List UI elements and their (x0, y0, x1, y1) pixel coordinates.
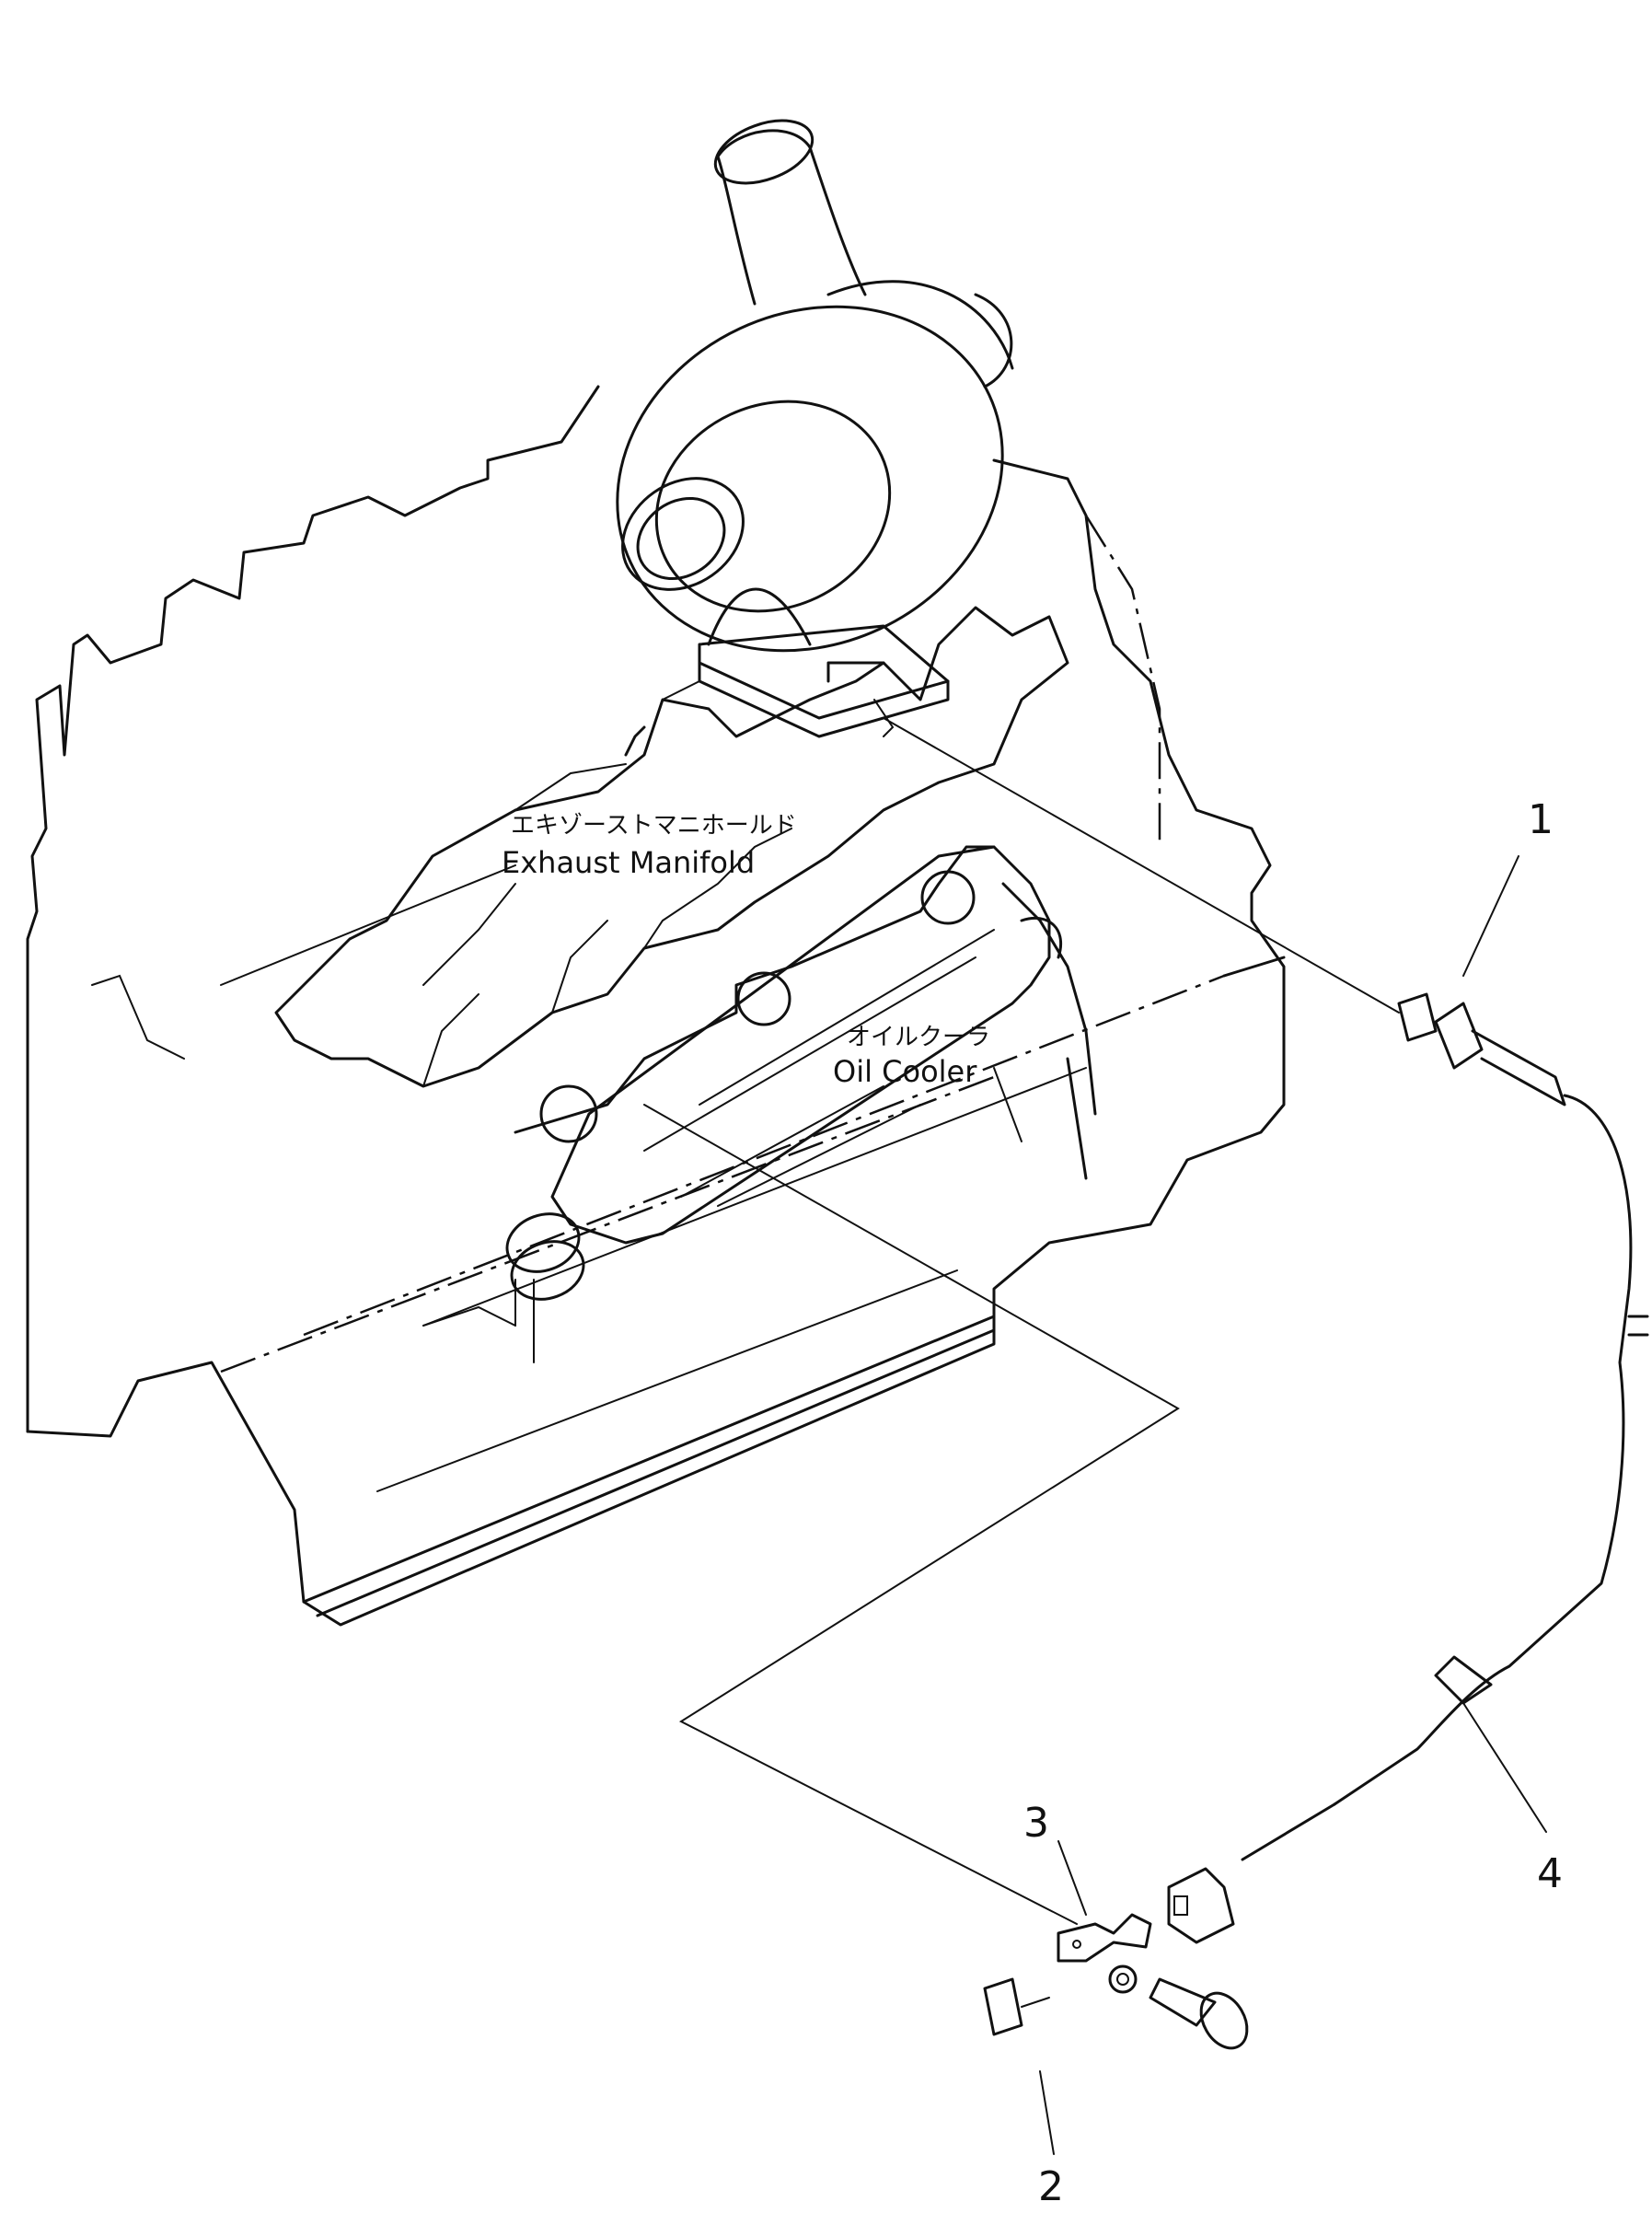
temperature-sensor-part-1 (643, 717, 1649, 1944)
exhaust-manifold (274, 606, 1069, 1088)
callout-3: 3 (1023, 1800, 1049, 1847)
exhaust-manifold-label-jp: エキゾーストマニホールド (511, 812, 797, 840)
callout-leaders (1039, 855, 1547, 2155)
oil-cooler-label-en: Oil Cooler (833, 1054, 977, 1089)
mounting-hardware (983, 1913, 1249, 2050)
engine-block (26, 385, 1286, 1627)
oil-cooler-label-jp: オイルクーラ (847, 1024, 990, 1051)
turbocharger (616, 119, 1014, 738)
callout-4: 4 (1537, 1850, 1563, 1897)
callout-2: 2 (1038, 2163, 1064, 2210)
oil-cooler (505, 845, 1063, 1301)
callout-1: 1 (1528, 796, 1554, 843)
exhaust-manifold-label-en: Exhaust Manifold (502, 845, 755, 880)
